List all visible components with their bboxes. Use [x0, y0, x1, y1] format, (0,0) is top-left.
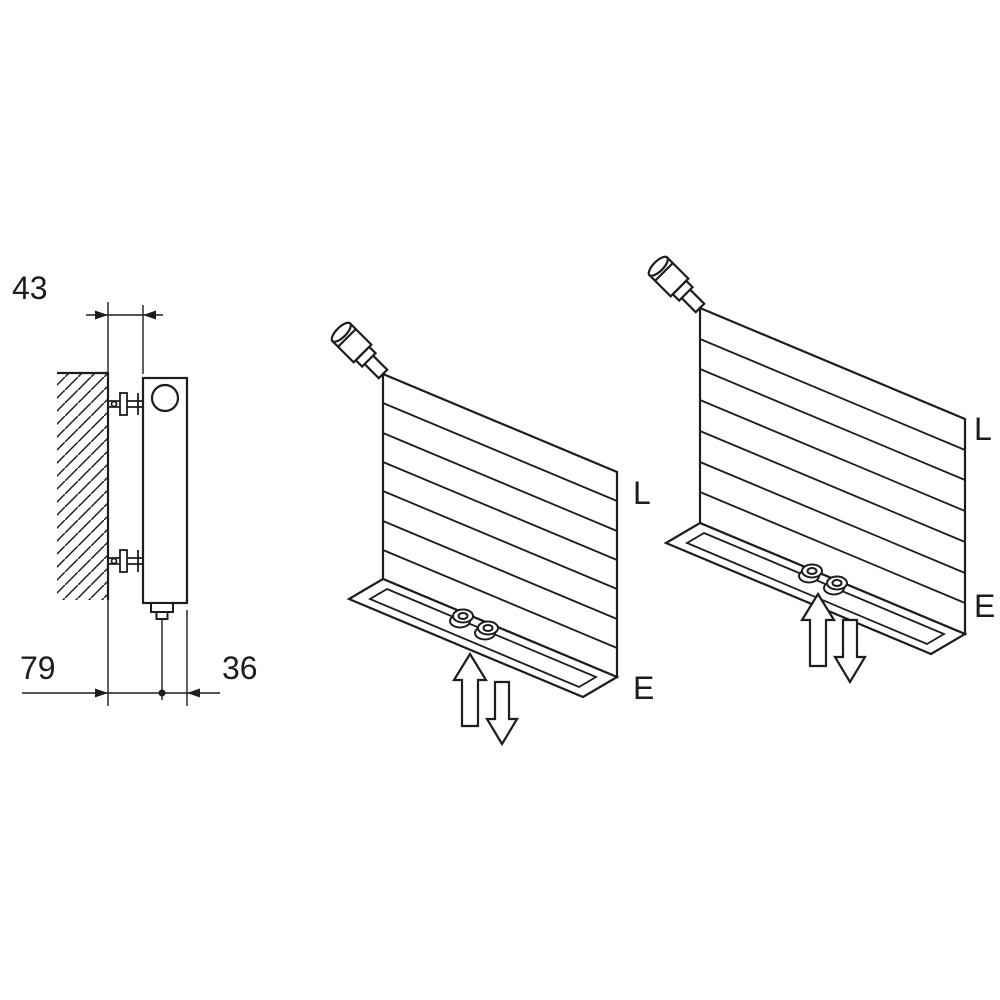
flow-down-arrow-icon: [833, 618, 867, 685]
wall-hatch-icon: [57, 373, 108, 600]
radiator-side-profile: [141, 376, 189, 605]
label-E-center: E: [633, 670, 654, 706]
radiator-isometric-right: L E: [647, 255, 995, 685]
radiator-tube-lines: [382, 402, 618, 649]
dim-label-43: 43: [12, 270, 48, 306]
radiator-underside: [663, 521, 968, 656]
dim-arrow-icon: [187, 688, 200, 698]
dim-label-36: 36: [222, 650, 258, 686]
dim-arrow-icon: [95, 310, 108, 320]
dim-label-79: 79: [20, 650, 56, 686]
pipe-connection-icon: [474, 620, 499, 641]
underside-channel: [684, 531, 947, 646]
label-E-right: E: [974, 588, 995, 624]
mounting-bracket-top: [108, 392, 143, 416]
thermostat-knob-icon: [150, 383, 180, 413]
thermostatic-valve-icon: [647, 255, 706, 314]
side-view-figure: 43 79 36: [12, 270, 258, 706]
underside-channel: [367, 587, 599, 689]
flow-up-arrow-icon: [800, 591, 836, 668]
label-L-center: L: [633, 475, 651, 511]
pipe-connection-icon: [823, 575, 848, 596]
radiator-tube-lines: [699, 338, 966, 604]
bottom-valve-stub: [150, 602, 174, 620]
mounting-bracket-bottom: [108, 549, 143, 573]
thermostatic-valve-icon: [330, 321, 389, 380]
screw-icon: [110, 400, 118, 408]
label-L-right: L: [974, 411, 992, 447]
dimension-lines: [22, 302, 220, 706]
flow-up-arrow-icon: [452, 651, 488, 728]
dimension-arrowheads: [95, 310, 200, 698]
dim-arrow-icon: [143, 310, 156, 320]
pipe-connection-icon: [798, 563, 823, 584]
connection-dot-icon: [158, 689, 166, 697]
radiator-isometric-center: L E: [330, 321, 654, 747]
screw-icon: [110, 557, 118, 565]
dim-arrow-icon: [95, 688, 108, 698]
flow-down-arrow-icon: [485, 680, 519, 747]
pipe-connection-icon: [449, 608, 474, 629]
